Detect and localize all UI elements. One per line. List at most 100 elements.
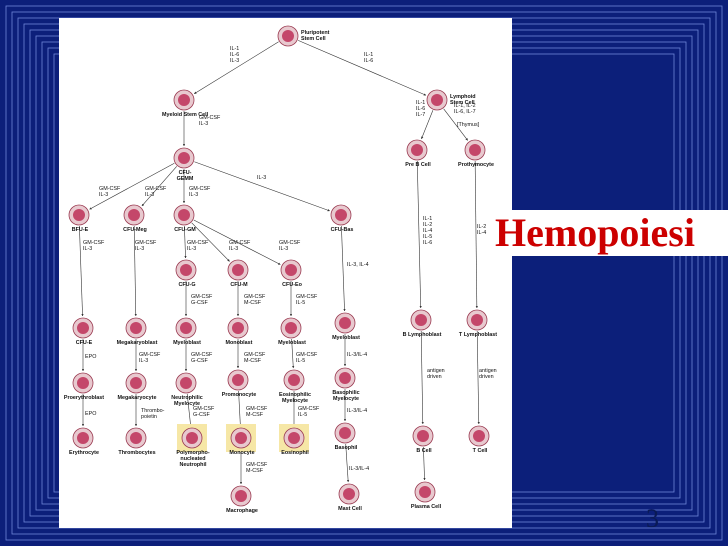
frame-line [11, 11, 717, 535]
growth-factor-label: GM-CSF G-CSF [191, 294, 213, 306]
cell-label-b-lymphoblast: B Lymphoblast [402, 332, 442, 338]
cell-nucleus-bfu-e [73, 209, 85, 221]
cell-label-cfu-m: CFU-M [230, 282, 248, 288]
cell-nucleus-prothymocyte [469, 144, 481, 156]
slide-title: Hemopoiesi [491, 210, 728, 256]
arrow-lymphoid-to-pre-b [421, 110, 434, 140]
growth-factor-label: IL-1, IL-2 IL-6, IL-7 [454, 103, 476, 115]
growth-factor-label: IL-2 IL-4 [477, 224, 487, 236]
arrow-promonocyte-to-monocyte [238, 390, 242, 427]
cell-nucleus-b-cell [417, 430, 429, 442]
arrow-myeloblast-eo-to-eosinophilic-myelocyte [291, 338, 295, 369]
cell-nucleus-t-cell [473, 430, 485, 442]
cell-label-macrophage: Macrophage [226, 508, 258, 514]
cell-nucleus-eosinophilic-myelocyte [288, 374, 300, 386]
arrow-b-lymphoblast-to-b-cell [420, 330, 424, 425]
cell-label-cfu-bas: CFU-Bas [330, 227, 354, 233]
growth-factor-label: EPO [85, 411, 97, 417]
cell-nucleus-pre-b [411, 144, 423, 156]
cell-label-proerythroblast: Proerythroblast [63, 395, 105, 401]
arrow-cfu-gemm-to-cfu-bas [194, 161, 330, 212]
growth-factor-label: Thrombo- poietin [141, 408, 165, 420]
cell-label-megakaryoblast: Megakaryoblast [116, 340, 158, 346]
cell-nucleus-mast-cell [343, 488, 355, 500]
cell-label-neutrophil: Polymorpho- nucleated Neutrophil [176, 450, 210, 468]
growth-factor-label: IL-1 IL-2 IL-4 IL-5 IL-6 [423, 216, 433, 246]
cell-label-eosinophilic-myelocyte: Eosinophilic Myelocyte [278, 392, 312, 404]
cell-label-myeloblast-n: Myeloblast [173, 340, 201, 346]
cell-nucleus-cfu-m [232, 264, 244, 276]
cell-nucleus-basophilic-myelocyte [339, 372, 351, 384]
cell-nucleus-macrophage [235, 490, 247, 502]
arrow-b-cell-to-plasma-cell [423, 446, 426, 481]
growth-factor-label: IL-3 [257, 175, 267, 181]
growth-factor-label: GM-CSF IL-3 [145, 186, 167, 198]
cell-label-cfu-gemm: CFU- GEMM [176, 170, 194, 182]
arrow-pluripotent-to-myeloid [194, 41, 279, 94]
cell-nucleus-b-lymphoblast [415, 314, 427, 326]
cell-nucleus-proerythroblast [77, 377, 89, 389]
growth-factor-label: GM-CSF IL-3 [189, 186, 211, 198]
diagram-arrows [68, 25, 490, 507]
growth-factor-label: GM-CSF IL-3 [199, 115, 221, 127]
cell-nucleus-cfu-gm [178, 209, 190, 221]
cell-label-plasma-cell: Plasma Cell [410, 504, 442, 510]
cell-label-promonocyte: Promonocyte [221, 392, 257, 398]
growth-factor-label: GM-CSF M-CSF [246, 406, 268, 418]
cell-nucleus-erythrocyte [77, 432, 89, 444]
growth-factor-label: GM-CSF IL-3 [279, 240, 301, 252]
growth-factor-label: GM-CSF IL-3 [187, 240, 209, 252]
cell-nucleus-monocyte [235, 432, 247, 444]
cell-label-monocyte: Monocyte [229, 450, 255, 456]
growth-factor-label: IL-3/IL-4 [349, 466, 370, 472]
cell-nucleus-plasma-cell [419, 486, 431, 498]
growth-factor-label: IL-1 IL-6 [364, 52, 374, 64]
arrow-pluripotent-to-lymphoid [297, 40, 427, 96]
cell-label-mast-cell: Mast Cell [338, 506, 362, 512]
cell-label-cfu-eo: CFU-Eo [282, 282, 302, 288]
cell-nucleus-myeloblast-n [180, 322, 192, 334]
growth-factor-label: antigen driven [427, 368, 445, 380]
cell-label-b-cell: B Cell [416, 448, 432, 454]
growth-factor-label: IL-3/IL-4 [347, 352, 368, 358]
growth-factor-label: IL-3, IL-4 [347, 262, 369, 268]
cell-label-myeloblast-eo: Myeloblast [278, 340, 306, 346]
growth-factor-label: IL-1 IL-6 IL-3 [230, 46, 240, 64]
arrow-prothymocyte-to-t-lymphoblast [474, 160, 479, 309]
arrow-bfu-e-to-cfu-e [79, 225, 84, 317]
arrow-cfu-meg-to-megakaryoblast [133, 225, 137, 317]
arrow-basophil-to-mast-cell [345, 443, 350, 483]
page-number: 3 [646, 504, 659, 533]
cell-label-bfu-e: BFU-E [71, 227, 89, 233]
arrow-pre-b-to-b-lymphoblast [416, 160, 422, 309]
growth-factor-label: GM-CSF IL-5 [296, 352, 318, 364]
cell-label-basophilic-myelocyte: Basophilic Myelocyte [332, 390, 360, 402]
growth-factor-label: EPO [85, 354, 97, 360]
cell-nucleus-monoblast [232, 322, 244, 334]
cell-nucleus-basophil [339, 427, 351, 439]
cell-nucleus-myeloblast-eo [285, 322, 297, 334]
cell-label-eosinophil: Eosinophil [281, 450, 309, 456]
growth-factor-label: GM-CSF IL-3 [135, 240, 157, 252]
growth-factor-label: GM-CSF M-CSF [244, 352, 266, 364]
cell-label-cfu-g: CFU-G [178, 282, 196, 288]
cell-nucleus-neutrophilic-myelocyte [180, 377, 192, 389]
arrow-cfu-gemm-to-bfu-e [89, 162, 175, 210]
growth-factor-label: GM-CSF IL-3 [139, 352, 161, 364]
cell-nucleus-lymphoid [431, 94, 443, 106]
growth-factor-label: GM-CSF M-CSF [244, 294, 266, 306]
cell-nucleus-eosinophil [288, 432, 300, 444]
cell-nucleus-neutrophil [186, 432, 198, 444]
growth-factor-label: IL-3/IL-4 [347, 408, 368, 414]
cell-label-megakaryocyte: Megakaryocyte [117, 395, 157, 401]
cell-label-neutrophilic-myelocyte: Neutrophilic Myelocyte [171, 395, 203, 407]
frame-line [5, 5, 723, 541]
cell-nucleus-cfu-meg [128, 209, 140, 221]
arrow-lymphoid-to-prothymocyte [443, 108, 468, 141]
cell-label-erythrocyte: Erythrocyte [69, 450, 99, 456]
cell-label-lymphoid: Lymphoid Stem Cell [450, 94, 476, 106]
cell-label-cfu-e: CFU-E [75, 340, 93, 346]
cell-label-pluripotent: Pluripotent Stem Cell [301, 30, 330, 42]
growth-factor-label: GM-CSF IL-3 [99, 186, 121, 198]
cell-label-basophil: Basophil [334, 445, 358, 451]
